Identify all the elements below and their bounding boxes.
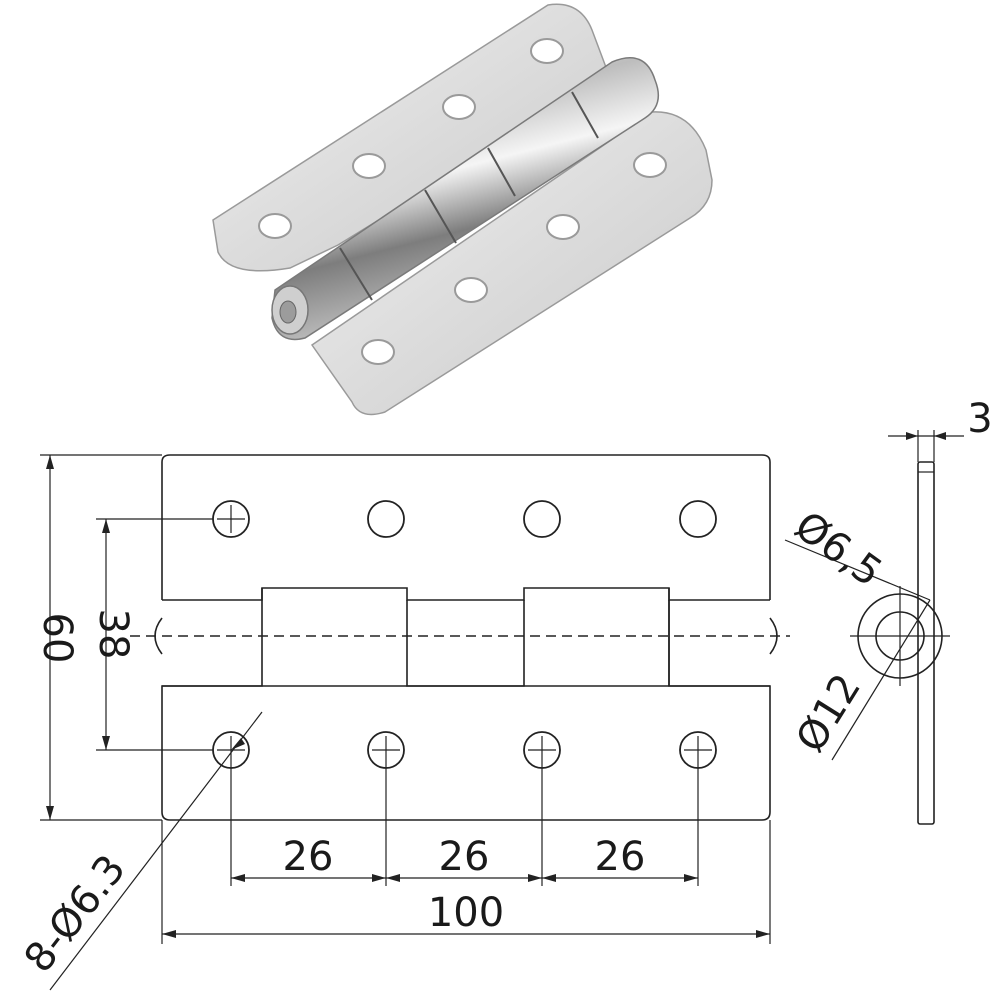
dim-pitch-1: 26 <box>283 834 334 880</box>
dim-pitch-row: 26 26 26 <box>231 834 698 882</box>
upper-leaf-hole <box>442 94 476 120</box>
side-leaf <box>917 461 935 825</box>
dim-thickness-label: 3 <box>967 396 992 442</box>
dim-pitch-3: 26 <box>595 834 646 880</box>
top-hole <box>523 500 561 538</box>
hinge-product-illustration <box>212 3 713 416</box>
dim-height-60: 60 <box>34 454 162 821</box>
dim-pitch-2: 26 <box>439 834 490 880</box>
lower-leaf-hole <box>633 152 667 178</box>
hinge-barrel <box>271 57 660 341</box>
top-hole <box>367 500 405 538</box>
hinge-upper-leaf <box>212 3 611 272</box>
top-hole <box>679 500 717 538</box>
lower-leaf-hole <box>546 214 580 240</box>
dim-width-100: 100 <box>161 820 771 944</box>
dim-width-label: 100 <box>428 890 504 936</box>
hinge-lower-leaf <box>310 111 713 416</box>
drawing-upper-leaf <box>161 454 771 600</box>
knuckle-split <box>571 91 599 139</box>
knuckle-split <box>339 247 373 301</box>
dim-spacing-38: 38 <box>90 518 213 751</box>
dim-thickness-3: 3 <box>888 396 993 462</box>
knuckle-diameter-label: Ø12 <box>787 666 870 760</box>
dim-height-label: 60 <box>34 613 80 664</box>
pin-diameter-label: Ø6,5 <box>786 503 890 596</box>
dim-knuckle-diameter: Ø12 <box>787 599 931 761</box>
knuckle-split <box>487 147 516 197</box>
drawing-knuckles <box>162 587 770 601</box>
dim-spacing-label: 38 <box>90 609 136 660</box>
drawing-lower-leaf <box>161 685 771 821</box>
barrel-pin-end <box>279 300 297 324</box>
front-view-drawing: 60 38 26 26 26 100 <box>16 454 790 991</box>
top-hole-row <box>212 500 717 538</box>
upper-leaf-hole <box>530 38 564 64</box>
hole-callout-label: 8-Ø6.3 <box>16 846 135 981</box>
upper-leaf-hole <box>258 213 292 239</box>
side-view-drawing: 3 Ø6,5 Ø12 <box>784 396 993 825</box>
knuckle-split <box>424 189 457 244</box>
upper-leaf-hole <box>352 153 386 179</box>
lower-leaf-hole <box>454 277 488 303</box>
lower-leaf-hole <box>361 339 395 365</box>
drawing-knuckles-lower <box>162 588 770 687</box>
barrel-end-left <box>154 617 163 655</box>
hole-callout: 8-Ø6.3 <box>16 711 263 991</box>
dim-pin-diameter: Ø6,5 <box>784 503 931 601</box>
callout-leader <box>49 711 263 991</box>
